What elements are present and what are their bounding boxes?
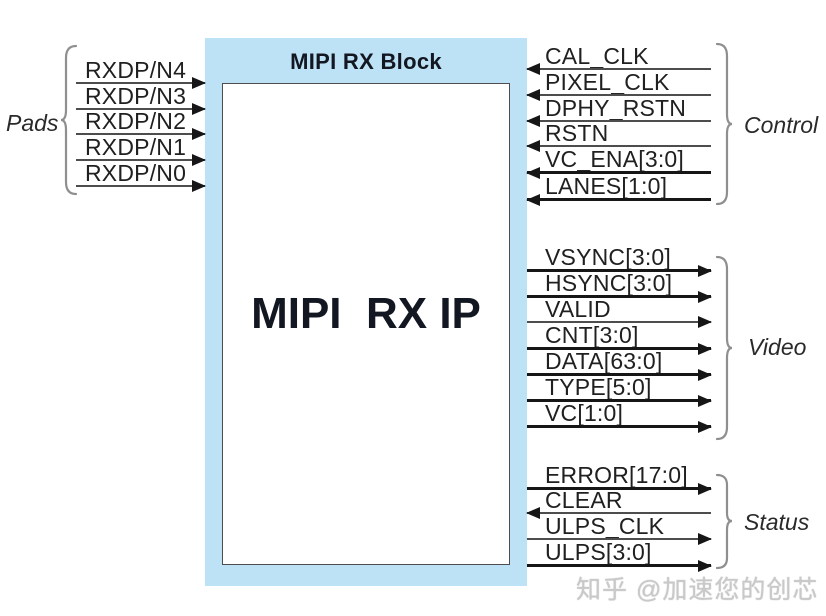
arrow-left-icon [527,94,711,96]
arrow-right-icon [76,159,205,161]
arrow-left-icon [527,68,711,70]
signal-row-rxdp-n2: RXDP/N2 [76,109,205,137]
signal-row-clear: CLEAR [527,488,711,516]
signal-label: CAL_CLK [545,43,649,69]
signal-label: TYPE[5:0] [545,374,652,400]
signal-row-error: ERROR[17:0] [527,463,711,491]
arrow-right-icon [527,295,711,298]
arrow-right-icon [76,133,205,135]
signal-row-rxdp-n0: RXDP/N0 [76,161,205,189]
signal-row-ulps: ULPS[3:0] [527,540,711,568]
signal-row-vc: VC[1:0] [527,401,711,429]
arrow-right-icon [527,321,711,323]
signal-row-vsync: VSYNC[3:0] [527,245,711,273]
signal-row-dphy-rstn: DPHY_RSTN [527,96,711,124]
signal-label: HSYNC[3:0] [545,270,673,296]
arrow-right-icon [527,425,711,428]
signal-row-cal-clk: CAL_CLK [527,44,711,72]
video-brace [715,255,733,441]
signal-label: VC_ENA[3:0] [545,146,684,172]
signal-label: RXDP/N1 [85,134,187,160]
signal-label: RXDP/N4 [85,57,187,83]
signal-label: RXDP/N2 [85,108,187,134]
arrow-right-icon [527,373,711,376]
signal-row-pixel-clk: PIXEL_CLK [527,70,711,98]
signal-label: RXDP/N3 [85,83,187,109]
signal-label: VSYNC[3:0] [545,244,671,270]
status-brace [715,473,733,570]
watermark: 知乎 @加速您的创芯 [576,576,819,604]
arrow-right-icon [527,269,711,272]
signal-label: VC[1:0] [545,400,624,426]
signal-row-hsync: HSYNC[3:0] [527,271,711,299]
signal-label: CNT[3:0] [545,322,639,348]
signal-label: DATA[63:0] [545,348,663,374]
signal-row-vc-ena: VC_ENA[3:0] [527,147,711,175]
block-title: MIPI RX Block [290,49,442,74]
control-brace [715,42,733,206]
arrow-right-icon [527,538,711,540]
ip-name: MIPI RX IP [251,289,481,338]
signal-row-cnt: CNT[3:0] [527,323,711,351]
arrow-left-icon [527,120,711,122]
status-group-label: Status [744,509,810,535]
signal-row-rxdp-n4: RXDP/N4 [76,58,205,86]
signal-label: ULPS[3:0] [545,539,652,565]
signal-label: LANES[1:0] [545,173,668,199]
control-group-label: Control [744,112,819,138]
signal-label: VALID [545,296,611,322]
arrow-right-icon [527,399,711,402]
signal-row-rstn: RSTN [527,121,711,149]
block-inner-rect [222,83,510,565]
signal-row-ulps-clk: ULPS_CLK [527,514,711,542]
signal-label: RSTN [545,120,609,146]
signal-row-lanes: LANES[1:0] [527,174,711,202]
arrow-left-icon [527,171,711,174]
signal-label: ULPS_CLK [545,513,665,539]
arrow-left-icon [527,145,711,147]
signal-row-rxdp-n1: RXDP/N1 [76,135,205,163]
signal-label: ERROR[17:0] [545,462,688,488]
arrow-right-icon [76,82,205,84]
arrow-left-icon [527,512,711,514]
arrow-right-icon [76,185,205,187]
signal-label: DPHY_RSTN [545,95,687,121]
pads-brace [60,44,78,196]
arrow-left-icon [527,198,711,201]
signal-label: RXDP/N0 [85,160,187,186]
signal-label: PIXEL_CLK [545,69,670,95]
signal-row-data: DATA[63:0] [527,349,711,377]
arrow-right-icon [527,487,711,490]
video-group-label: Video [748,334,807,360]
signal-row-rxdp-n3: RXDP/N3 [76,84,205,112]
signal-row-type: TYPE[5:0] [527,375,711,403]
arrow-right-icon [76,108,205,110]
arrow-right-icon [527,347,711,350]
arrow-right-icon [527,564,711,567]
pads-group-label: Pads [6,110,59,136]
signal-label: CLEAR [545,487,623,513]
signal-row-valid: VALID [527,297,711,325]
